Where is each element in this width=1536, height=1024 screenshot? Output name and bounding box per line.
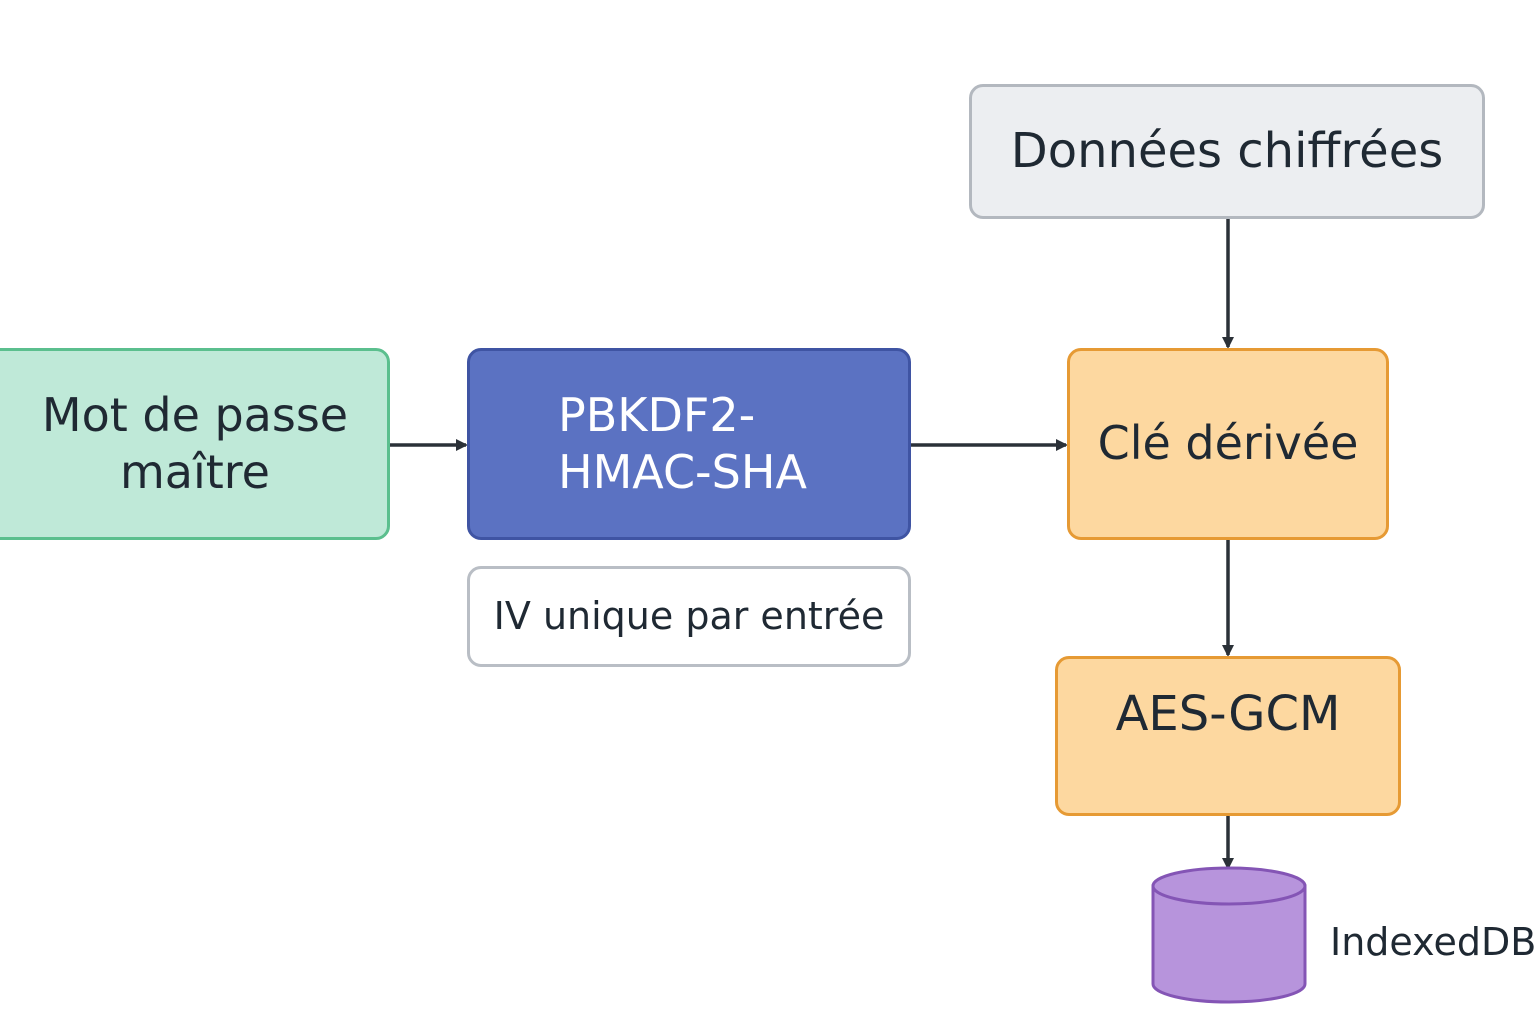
pbkdf2-label-line1: PBKDF2- — [558, 387, 756, 442]
database-cylinder-icon — [1151, 866, 1307, 1004]
unique-iv-node: IV unique par entrée — [467, 566, 911, 667]
master-password-label-line1: Mot de passe — [41, 387, 349, 442]
derived-key-label: Clé dérivée — [1097, 416, 1359, 471]
database-cylinder-body — [1151, 884, 1307, 1004]
aes-gcm-node: AES-GCM — [1055, 656, 1401, 816]
database-cylinder-top — [1151, 866, 1307, 906]
encrypted-data-label: Données chiffrées — [1010, 122, 1444, 179]
pbkdf2-label-line2: HMAC-SHA — [558, 445, 807, 499]
derived-key-node: Clé dérivée — [1067, 348, 1389, 540]
aes-gcm-label: AES-GCM — [1115, 686, 1341, 742]
master-password-node: Mot de passe maître — [0, 348, 390, 540]
master-password-label-line2: maître — [119, 445, 270, 499]
encrypted-data-node: Données chiffrées — [969, 84, 1485, 219]
pbkdf2-node: PBKDF2- HMAC-SHA — [467, 348, 911, 540]
unique-iv-label: IV unique par entrée — [493, 593, 885, 638]
indexeddb-label: IndexedDB — [1330, 920, 1536, 964]
